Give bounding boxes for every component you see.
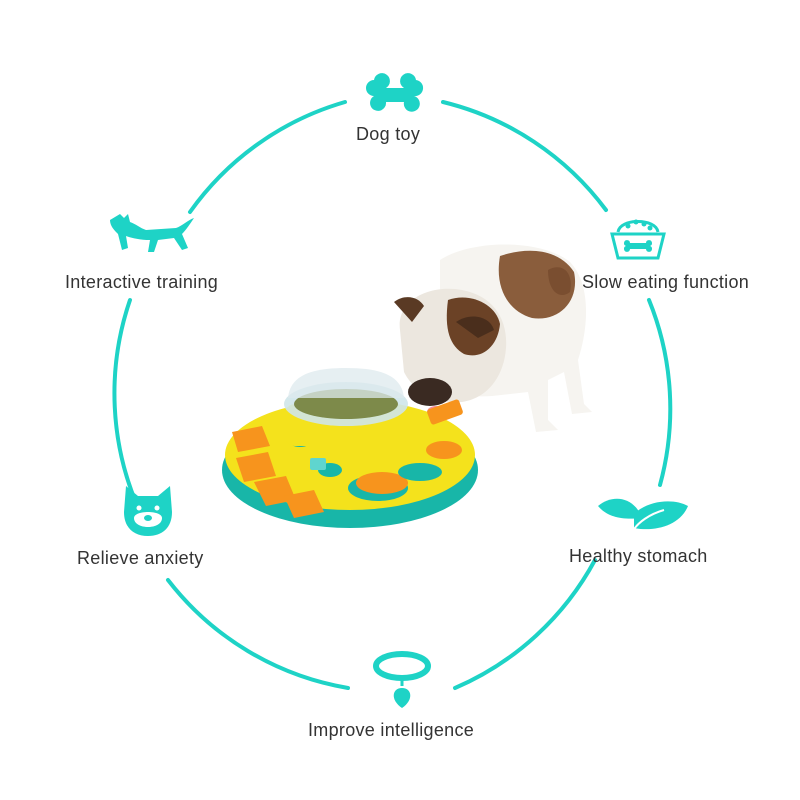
dog-face-icon xyxy=(124,486,172,536)
food-bowl-icon xyxy=(610,219,666,260)
feature-label-slow-eating: Slow eating function xyxy=(582,272,750,292)
dog-collar-icon xyxy=(373,651,431,708)
feature-label-healthy-stomach: Healthy stomach xyxy=(569,546,708,566)
running-dog-icon xyxy=(110,214,194,252)
feature-label-interactive-training: Interactive training xyxy=(65,272,219,292)
bone-icon xyxy=(366,73,424,112)
feature-label-improve-intelligence: Improve intelligence xyxy=(308,720,475,740)
feature-label-relieve-anxiety: Relieve anxiety xyxy=(77,548,204,568)
leaf-icon xyxy=(598,498,688,533)
dog-illustration xyxy=(394,244,592,432)
puzzle-feeder-illustration xyxy=(222,368,478,528)
feature-label-dog-toy: Dog toy xyxy=(356,124,421,144)
